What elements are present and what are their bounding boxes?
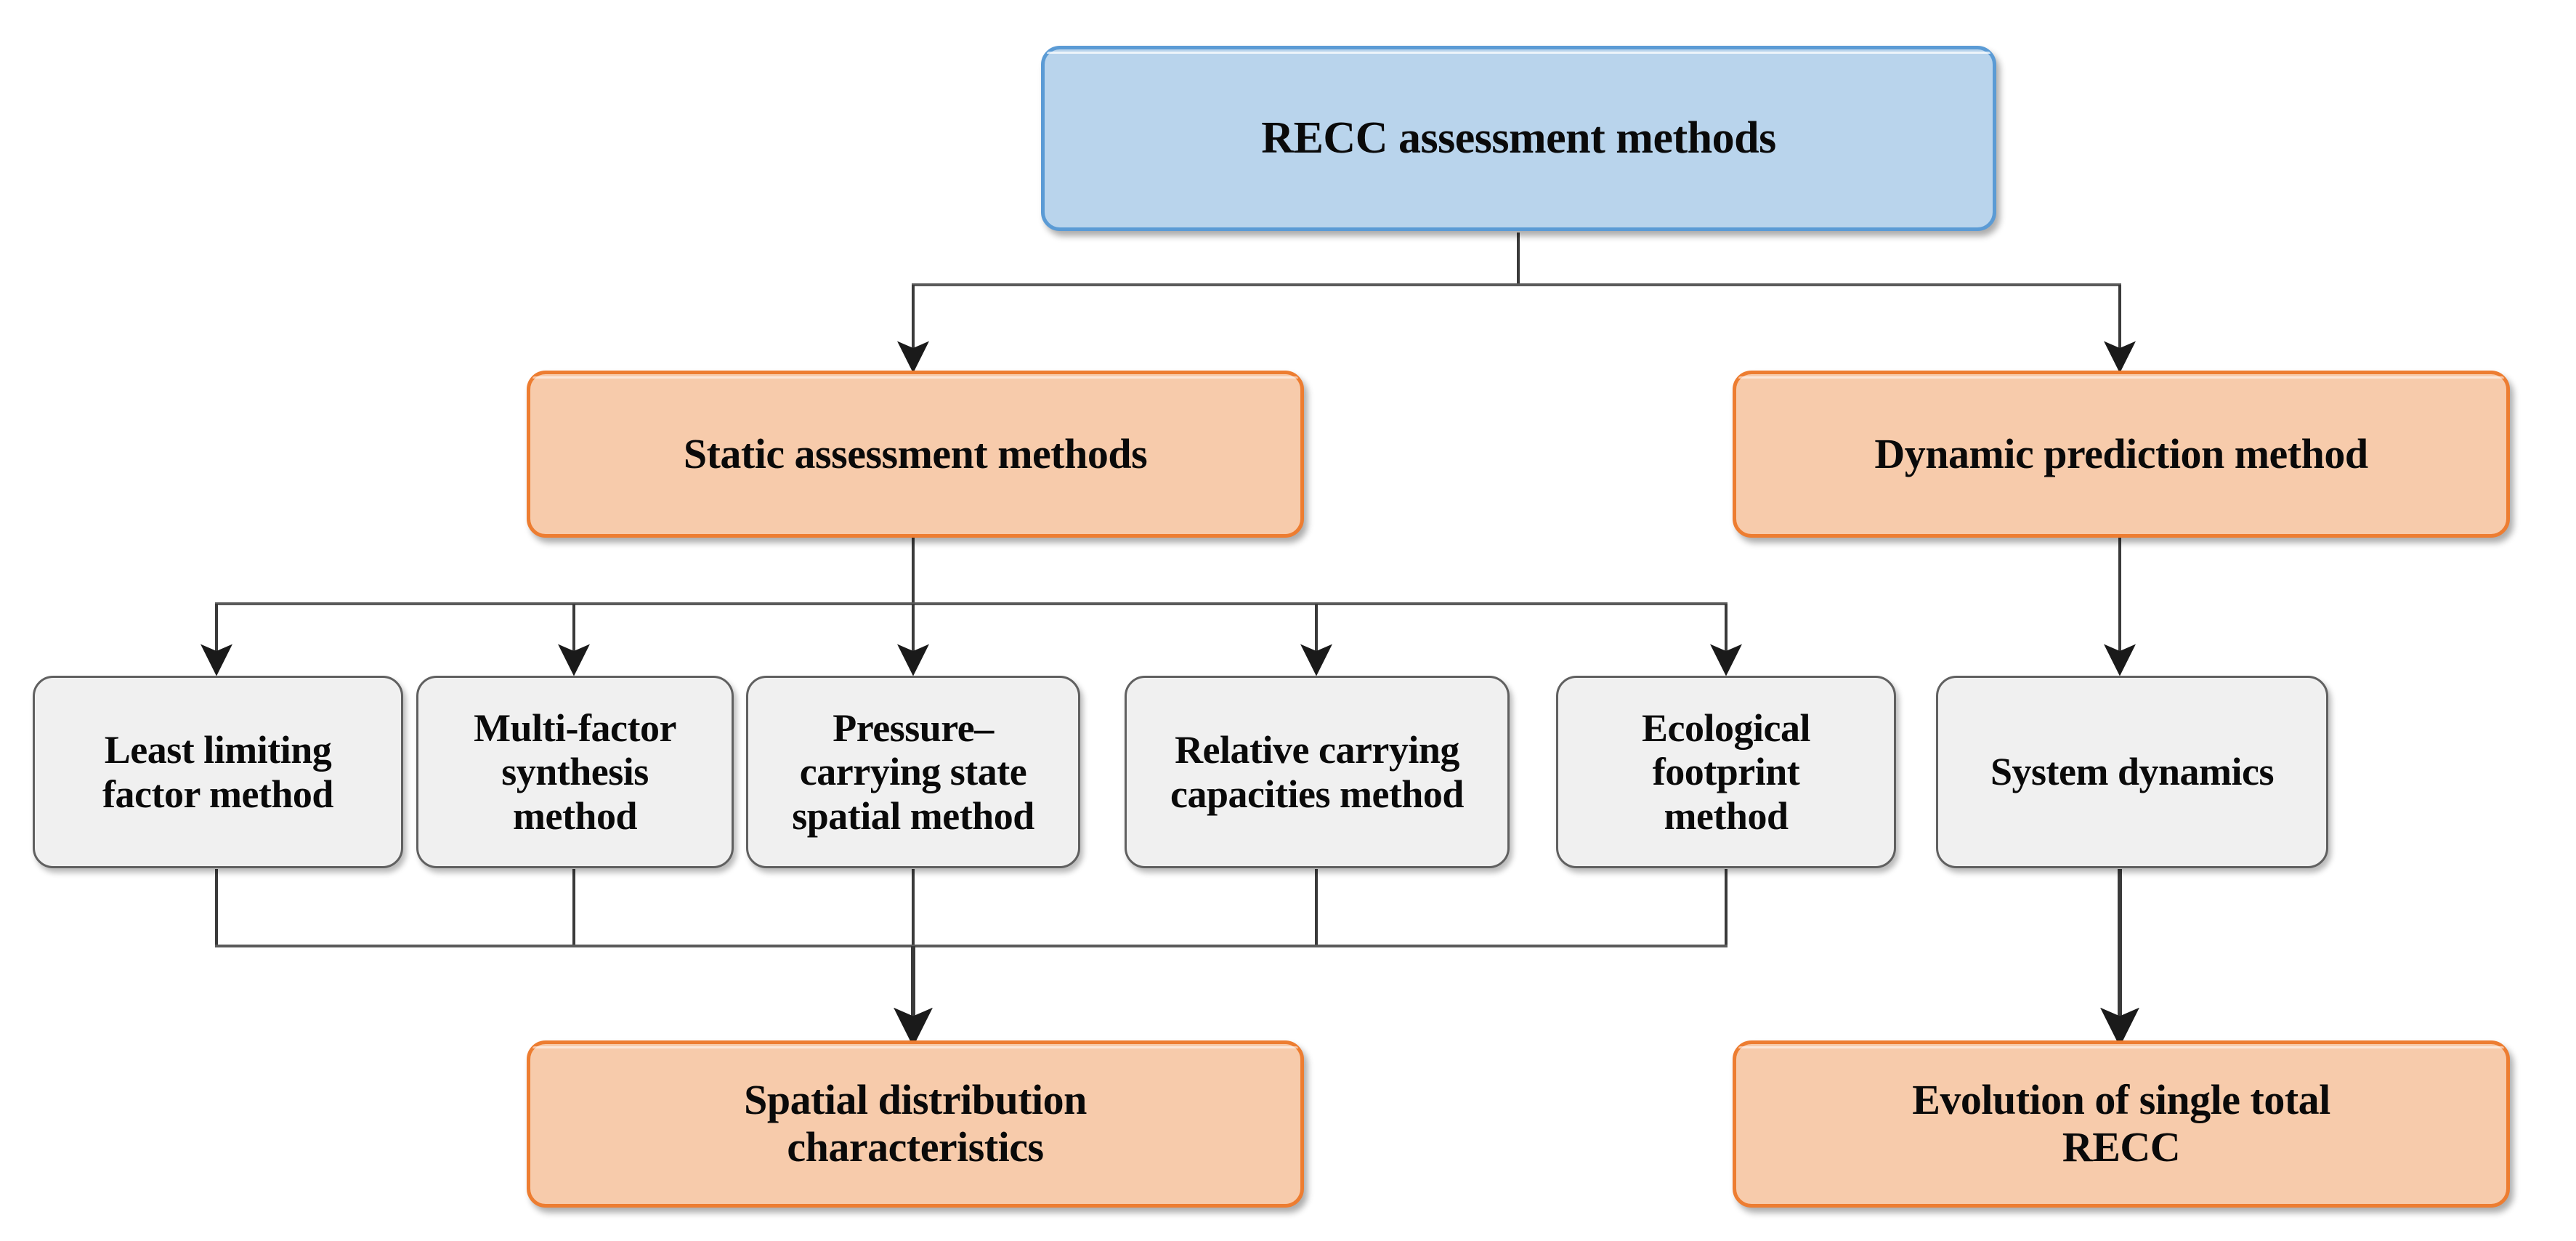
node-dynamic-prediction-method-label: Dynamic prediction method: [1874, 429, 2368, 477]
node-spatial-distribution-characteristics[interactable]: Spatial distribution characteristics: [527, 1040, 1304, 1208]
node-root-label: RECC assessment methods: [1261, 113, 1776, 163]
node-spatial-distribution-characteristics-label: Spatial distribution characteristics: [744, 1076, 1087, 1171]
node-multi-factor-synthesis-method[interactable]: Multi-factor synthesis method: [416, 676, 734, 868]
node-least-limiting-factor-method-label: Least limiting factor method: [102, 728, 333, 816]
node-system-dynamics-label: System dynamics: [1990, 750, 2275, 794]
node-system-dynamics[interactable]: System dynamics: [1936, 676, 2328, 868]
node-multi-factor-synthesis-method-label: Multi-factor synthesis method: [474, 706, 676, 838]
node-pressure-carrying-state-spatial-method[interactable]: Pressure– carrying state spatial method: [746, 676, 1080, 868]
node-relative-carrying-capacities-method-label: Relative carrying capacities method: [1170, 728, 1464, 816]
node-ecological-footprint-method[interactable]: Ecological footprint method: [1556, 676, 1896, 868]
node-pressure-carrying-state-spatial-method-label: Pressure– carrying state spatial method: [792, 706, 1034, 838]
node-static-assessment-methods[interactable]: Static assessment methods: [527, 371, 1304, 538]
node-evolution-of-single-total-recc-label: Evolution of single total RECC: [1912, 1076, 2330, 1171]
node-least-limiting-factor-method[interactable]: Least limiting factor method: [33, 676, 403, 868]
node-relative-carrying-capacities-method[interactable]: Relative carrying capacities method: [1125, 676, 1510, 868]
node-root-recc-assessment-methods[interactable]: RECC assessment methods: [1041, 46, 1996, 231]
node-evolution-of-single-total-recc[interactable]: Evolution of single total RECC: [1733, 1040, 2510, 1208]
node-static-assessment-methods-label: Static assessment methods: [683, 429, 1148, 477]
node-ecological-footprint-method-label: Ecological footprint method: [1642, 706, 1810, 838]
node-dynamic-prediction-method[interactable]: Dynamic prediction method: [1733, 371, 2510, 538]
